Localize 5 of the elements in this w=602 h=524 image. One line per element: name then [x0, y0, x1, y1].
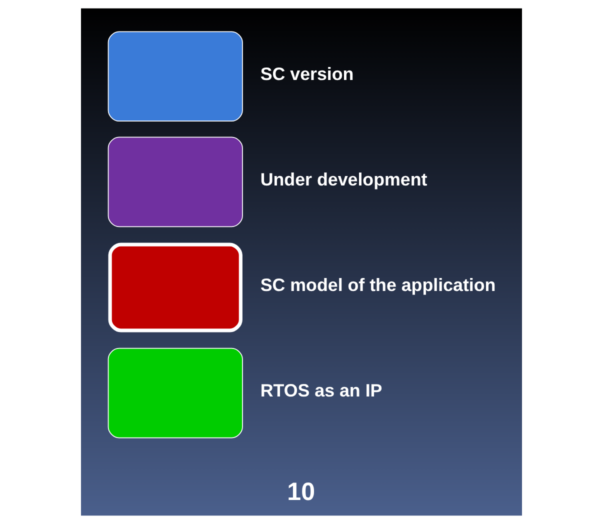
label: 10 [286, 478, 315, 506]
legend-label: SC model of the application [260, 275, 496, 296]
legend-label: RTOS as an IP [260, 380, 382, 401]
legend-label: SC version [260, 64, 354, 84]
legend-label: Under development [260, 170, 427, 190]
